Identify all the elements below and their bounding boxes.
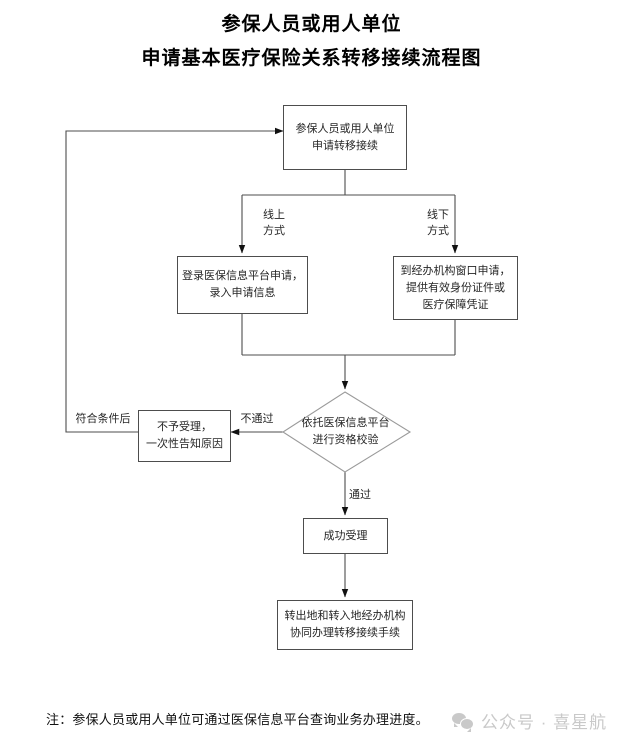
watermark: 公众号 · 喜星航 [452, 708, 607, 733]
verify-diamond-shape [281, 391, 412, 473]
title-line-2: 申请基本医疗保险关系转移接续流程图 [141, 48, 482, 69]
flow-connectors [65, 127, 459, 598]
edge-label-online-branch: 线上 方式 [263, 209, 285, 237]
footer-note: 注：参保人员或用人单位可通过医保信息平台查询业务办理进度。 [46, 712, 429, 727]
node-reject[interactable]: 不予受理， 一次性告知原因 [138, 410, 231, 462]
node-accepted[interactable]: 成功受理 [303, 518, 388, 554]
edge-label-pass: 通过 [349, 489, 371, 501]
edge-label-retry: 符合条件后 [75, 413, 131, 425]
node-online-apply[interactable]: 登录医保信息平台申请， 录入申请信息 [177, 256, 308, 314]
title-line-1: 参保人员或用人单位 [221, 14, 402, 35]
wechat-icon [452, 712, 474, 732]
node-verify[interactable]: 依托医保信息平台 进行资格校验 [301, 417, 390, 446]
node-handle-transfer[interactable]: 转出地和转入地经办机构 协同办理转移接续手续 [277, 600, 413, 650]
edge-label-fail: 不通过 [240, 413, 274, 425]
page-title: 参保人员或用人单位 申请基本医疗保险关系转移接续流程图 [0, 8, 623, 76]
edge-label-offline-branch: 线下 方式 [427, 209, 449, 237]
watermark-text: 公众号 · 喜星航 [481, 713, 608, 732]
flowchart-canvas: 参保人员或用人单位 申请转移接续 登录医保信息平台申请， 录入申请信息 到经办机… [65, 105, 518, 650]
footer: 注：参保人员或用人单位可通过医保信息平台查询业务办理进度。 公众号 · 喜星航 [0, 700, 623, 744]
node-start[interactable]: 参保人员或用人单位 申请转移接续 [283, 105, 407, 170]
node-offline-apply[interactable]: 到经办机构窗口申请， 提供有效身份证件或 医疗保障凭证 [393, 256, 518, 320]
edge-reject-retry-loop [65, 127, 284, 433]
